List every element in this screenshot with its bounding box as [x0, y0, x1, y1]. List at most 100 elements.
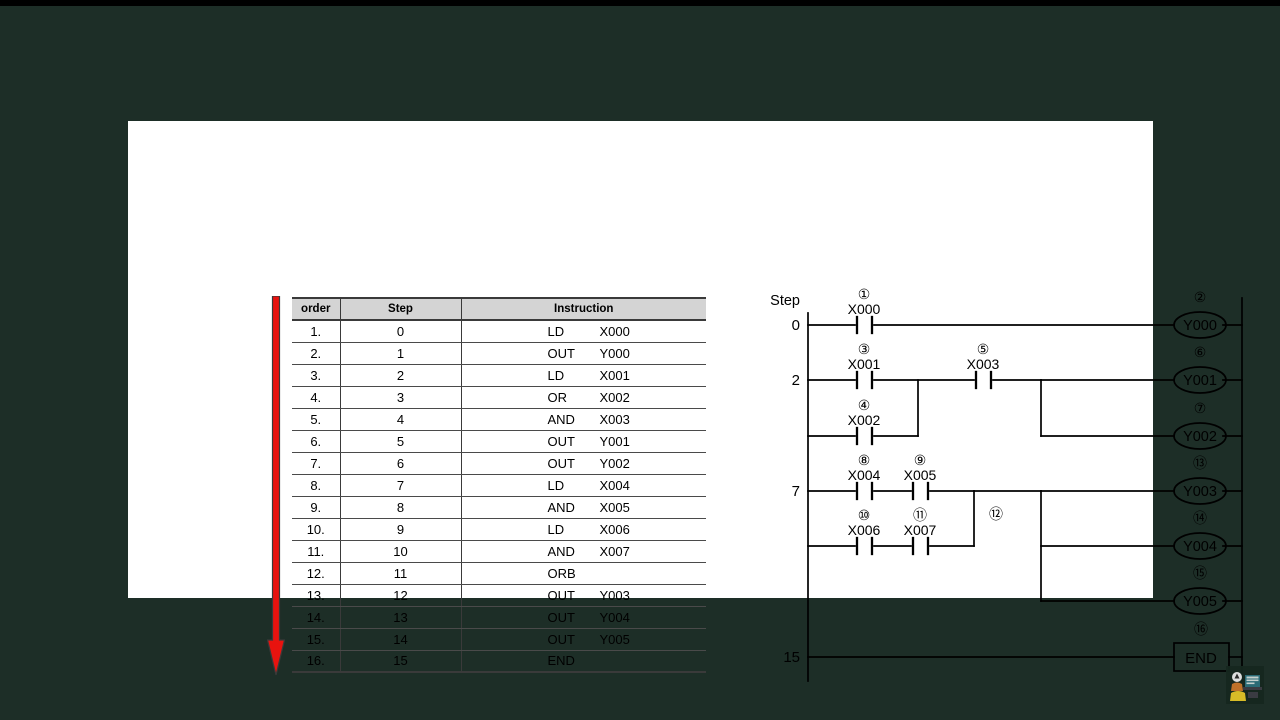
- instruction-operand: X004: [599, 477, 630, 493]
- coil-label-y002: Y002: [1183, 429, 1217, 445]
- instruction-opcode: AND: [547, 411, 575, 427]
- contact-marker-9: ⑨: [914, 452, 927, 468]
- end-block-marker-16: ⑯: [1194, 621, 1208, 637]
- contact-marker-4: ④: [858, 397, 871, 413]
- contact-label-x003: X003: [967, 356, 1000, 372]
- instruction-operand: X000: [599, 323, 630, 339]
- cell-step: 9: [339, 518, 462, 541]
- contact-label-x006: X006: [848, 522, 881, 538]
- cell-order: 12.: [292, 562, 341, 585]
- contact-marker-11: ⑪: [913, 507, 927, 523]
- cell-instruction: OUT Y001: [460, 430, 706, 453]
- instruction-operand: Y005: [599, 631, 630, 647]
- coil-label-y005: Y005: [1183, 594, 1217, 610]
- instruction-operand: X003: [599, 411, 630, 427]
- cell-order: 10.: [292, 518, 341, 541]
- coil-marker-13: ⑬: [1193, 455, 1207, 471]
- coil-marker-2: ②: [1194, 289, 1207, 305]
- instruction-opcode: OUT: [547, 345, 575, 361]
- ladder-step-label-15: 15: [783, 649, 800, 666]
- contact-label-x007: X007: [904, 522, 937, 538]
- cell-order: 9.: [292, 496, 341, 519]
- instruction-opcode: OUT: [547, 433, 575, 449]
- ladder-step-header: Step: [770, 293, 800, 309]
- instruction-opcode: LD: [547, 477, 565, 493]
- cell-step: 15: [339, 650, 462, 673]
- cell-order: 3.: [292, 364, 341, 387]
- instruction-opcode: OUT: [547, 587, 575, 603]
- cell-instruction: OUT Y005: [460, 628, 706, 651]
- block-or-marker-12: ⑫: [989, 506, 1003, 522]
- contact-marker-10: ⑩: [858, 507, 871, 523]
- red-down-arrow-icon: [267, 296, 285, 676]
- instruction-opcode: LD: [547, 367, 565, 383]
- contact-marker-3: ③: [858, 341, 871, 357]
- coil-label-y000: Y000: [1183, 318, 1217, 334]
- cell-step: 10: [339, 540, 462, 563]
- instruction-opcode: OUT: [547, 609, 575, 625]
- instruction-operand: X001: [599, 367, 630, 383]
- contact-label-x002: X002: [848, 412, 881, 428]
- instruction-operand: Y000: [599, 345, 630, 361]
- instruction-opcode: AND: [547, 499, 575, 515]
- coil-marker-15: ⑮: [1193, 565, 1207, 581]
- instruction-operand: Y001: [599, 433, 630, 449]
- instruction-opcode: OUT: [547, 455, 575, 471]
- contact-label-x001: X001: [848, 356, 881, 372]
- contact-label-x005: X005: [904, 467, 937, 483]
- contact-marker-5: ⑤: [977, 341, 990, 357]
- coil-marker-7: ⑦: [1194, 400, 1207, 416]
- cell-step: 0: [339, 320, 462, 343]
- instruction-opcode: LD: [547, 521, 565, 537]
- cell-order: 1.: [292, 320, 341, 343]
- coil-label-y004: Y004: [1183, 539, 1217, 555]
- cell-order: 7.: [292, 452, 341, 475]
- table-row: 7.6 OUT Y002: [292, 452, 706, 475]
- cell-step: 7: [339, 474, 462, 497]
- cell-order: 15.: [292, 628, 341, 651]
- cell-instruction: OUT Y000: [460, 342, 706, 365]
- instruction-opcode: OUT: [547, 631, 575, 647]
- coil-marker-14: ⑭: [1193, 510, 1207, 526]
- cell-step: 6: [339, 452, 462, 475]
- table-row: 3.2 LD X001: [292, 364, 706, 387]
- cell-order: 8.: [292, 474, 341, 497]
- cell-order: 6.: [292, 430, 341, 453]
- instruction-operand: Y002: [599, 455, 630, 471]
- instruction-opcode: LD: [547, 323, 565, 339]
- cell-order: 2.: [292, 342, 341, 365]
- cell-instruction: LD X004: [460, 474, 706, 497]
- cell-instruction: ORB: [460, 562, 706, 585]
- cell-step: 3: [339, 386, 462, 409]
- instruction-opcode: OR: [547, 389, 568, 405]
- top-black-bar: [0, 0, 1280, 6]
- cell-step: 13: [339, 606, 462, 629]
- table-header-row: order Step Instruction: [292, 297, 706, 321]
- cell-step: 12: [339, 584, 462, 607]
- cell-step: 1: [339, 342, 462, 365]
- coil-marker-6: ⑥: [1194, 344, 1207, 360]
- cell-step: 2: [339, 364, 462, 387]
- contact-label-x000: X000: [848, 301, 881, 317]
- cell-step: 11: [339, 562, 462, 585]
- column-header-order: order: [292, 297, 341, 321]
- channel-watermark-logo: [1226, 666, 1264, 704]
- contact-label-x004: X004: [848, 467, 881, 483]
- cell-order: 16.: [292, 650, 341, 673]
